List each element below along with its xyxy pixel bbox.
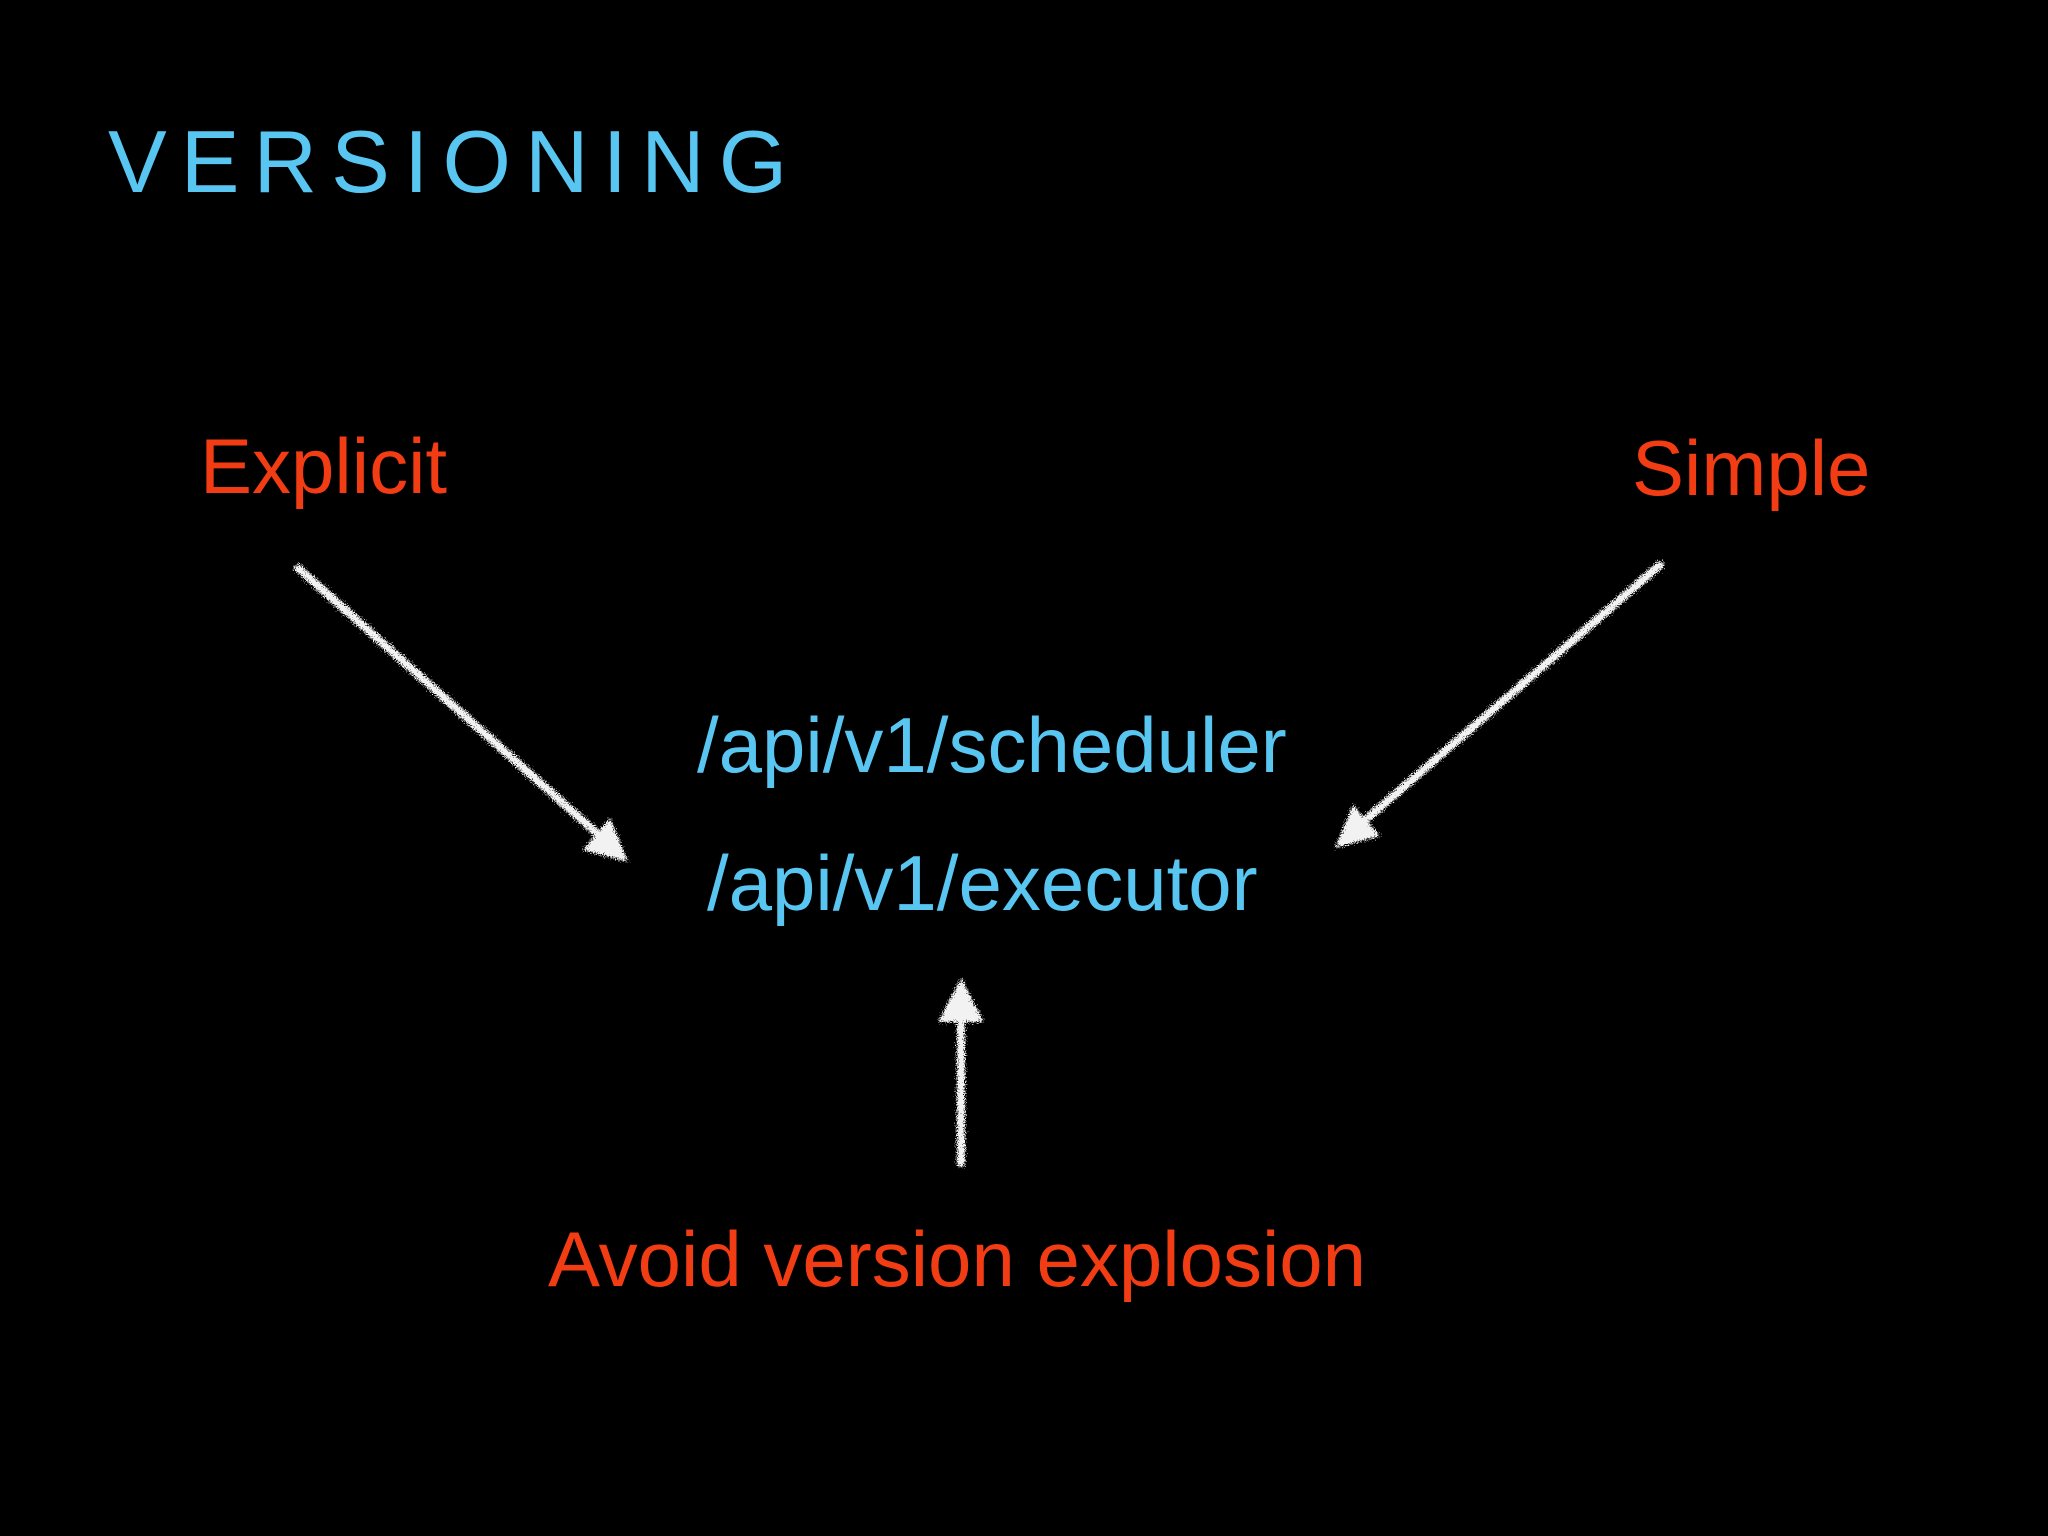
avoid-to-endpoints-arrow-icon: [938, 978, 984, 1167]
slide-title: VERSIONING: [108, 112, 802, 211]
simple-to-endpoints-arrow-icon: [1335, 561, 1664, 848]
endpoint-executor: /api/v1/executor: [707, 839, 1258, 927]
label-explicit: Explicit: [200, 422, 448, 510]
label-simple: Simple: [1632, 424, 1871, 512]
label-avoid-version-explosion: Avoid version explosion: [548, 1215, 1367, 1303]
endpoint-scheduler: /api/v1/scheduler: [697, 701, 1287, 789]
explicit-to-endpoints-arrow-icon: [294, 564, 628, 862]
